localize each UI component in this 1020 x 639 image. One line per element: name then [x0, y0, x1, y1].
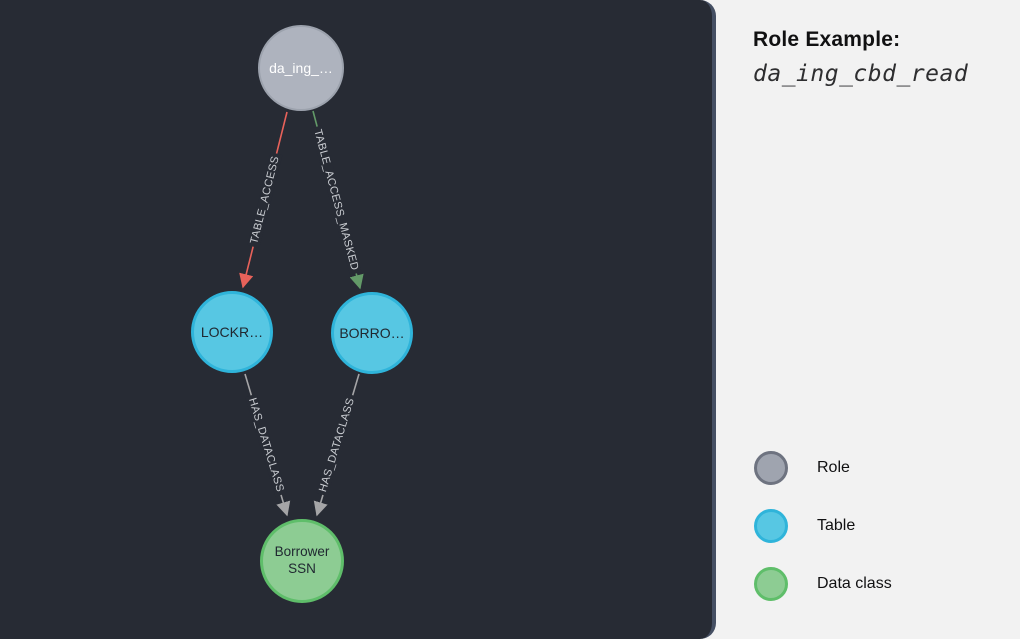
node-label: BORRO…	[339, 325, 405, 341]
role-name-text: da_ing_cbd_read	[753, 61, 969, 87]
role-circle-icon	[754, 451, 788, 485]
legend-label: Table	[817, 517, 856, 534]
table-circle-icon	[754, 509, 788, 543]
node-label: Borrower SSN	[274, 544, 330, 576]
graph-panel: TABLE_ACCESS TABLE_ACCESS_MASKED HAS_DAT…	[0, 0, 716, 639]
legend-label: Role	[817, 459, 850, 476]
legend: Role Table Data class	[754, 451, 892, 625]
node-label: da_ing_…	[269, 60, 333, 76]
legend-item-table: Table	[754, 509, 892, 543]
graph-node-dataclass-borrower-ssn[interactable]: Borrower SSN	[260, 519, 344, 603]
graph-node-table-borro[interactable]: BORRO…	[331, 292, 413, 374]
legend-label: Data class	[817, 575, 892, 592]
info-panel: Role Example: da_ing_cbd_read Role Table…	[716, 0, 1020, 639]
node-label: LOCKR…	[200, 324, 264, 340]
graph-node-table-lockr[interactable]: LOCKR…	[191, 291, 273, 373]
graph-node-role[interactable]: da_ing_…	[258, 25, 344, 111]
legend-item-role: Role	[754, 451, 892, 485]
dataclass-circle-icon	[754, 567, 788, 601]
legend-item-dataclass: Data class	[754, 567, 892, 601]
page-title: Role Example:	[753, 28, 901, 51]
